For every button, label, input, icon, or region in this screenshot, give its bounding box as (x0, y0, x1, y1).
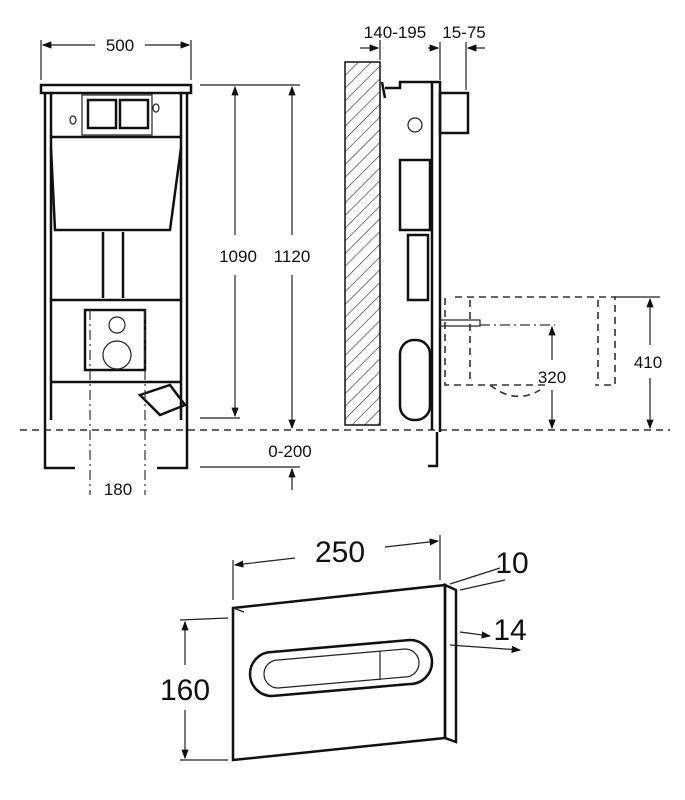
leg-adjust-0-200-label: 0-200 (268, 442, 311, 461)
height-1090-label: 1090 (219, 247, 257, 266)
height-1120-label: 1120 (274, 247, 311, 266)
flush-plate: 250 160 10 14 (160, 535, 529, 762)
side-view: 140-195 15-75 320 410 (344, 23, 662, 468)
width-500-label: 500 (106, 36, 134, 55)
plate-thickness-10-label: 10 (495, 547, 528, 580)
bowl-height-410-label: 410 (634, 353, 662, 372)
front-view: 500 1090 1120 0-200 180 (39, 36, 312, 499)
button-depth-14-label: 14 (493, 614, 526, 647)
wall-hatch (344, 61, 381, 426)
plate-width-250-label: 250 (315, 536, 365, 569)
outlet-height-320-label: 320 (538, 368, 566, 387)
plate-height-160-label: 160 (160, 674, 210, 707)
wall-gap-140-195-label: 140-195 (364, 23, 426, 42)
bolt-spacing-180-label: 180 (104, 480, 132, 499)
box-depth-15-75-label: 15-75 (442, 23, 485, 42)
